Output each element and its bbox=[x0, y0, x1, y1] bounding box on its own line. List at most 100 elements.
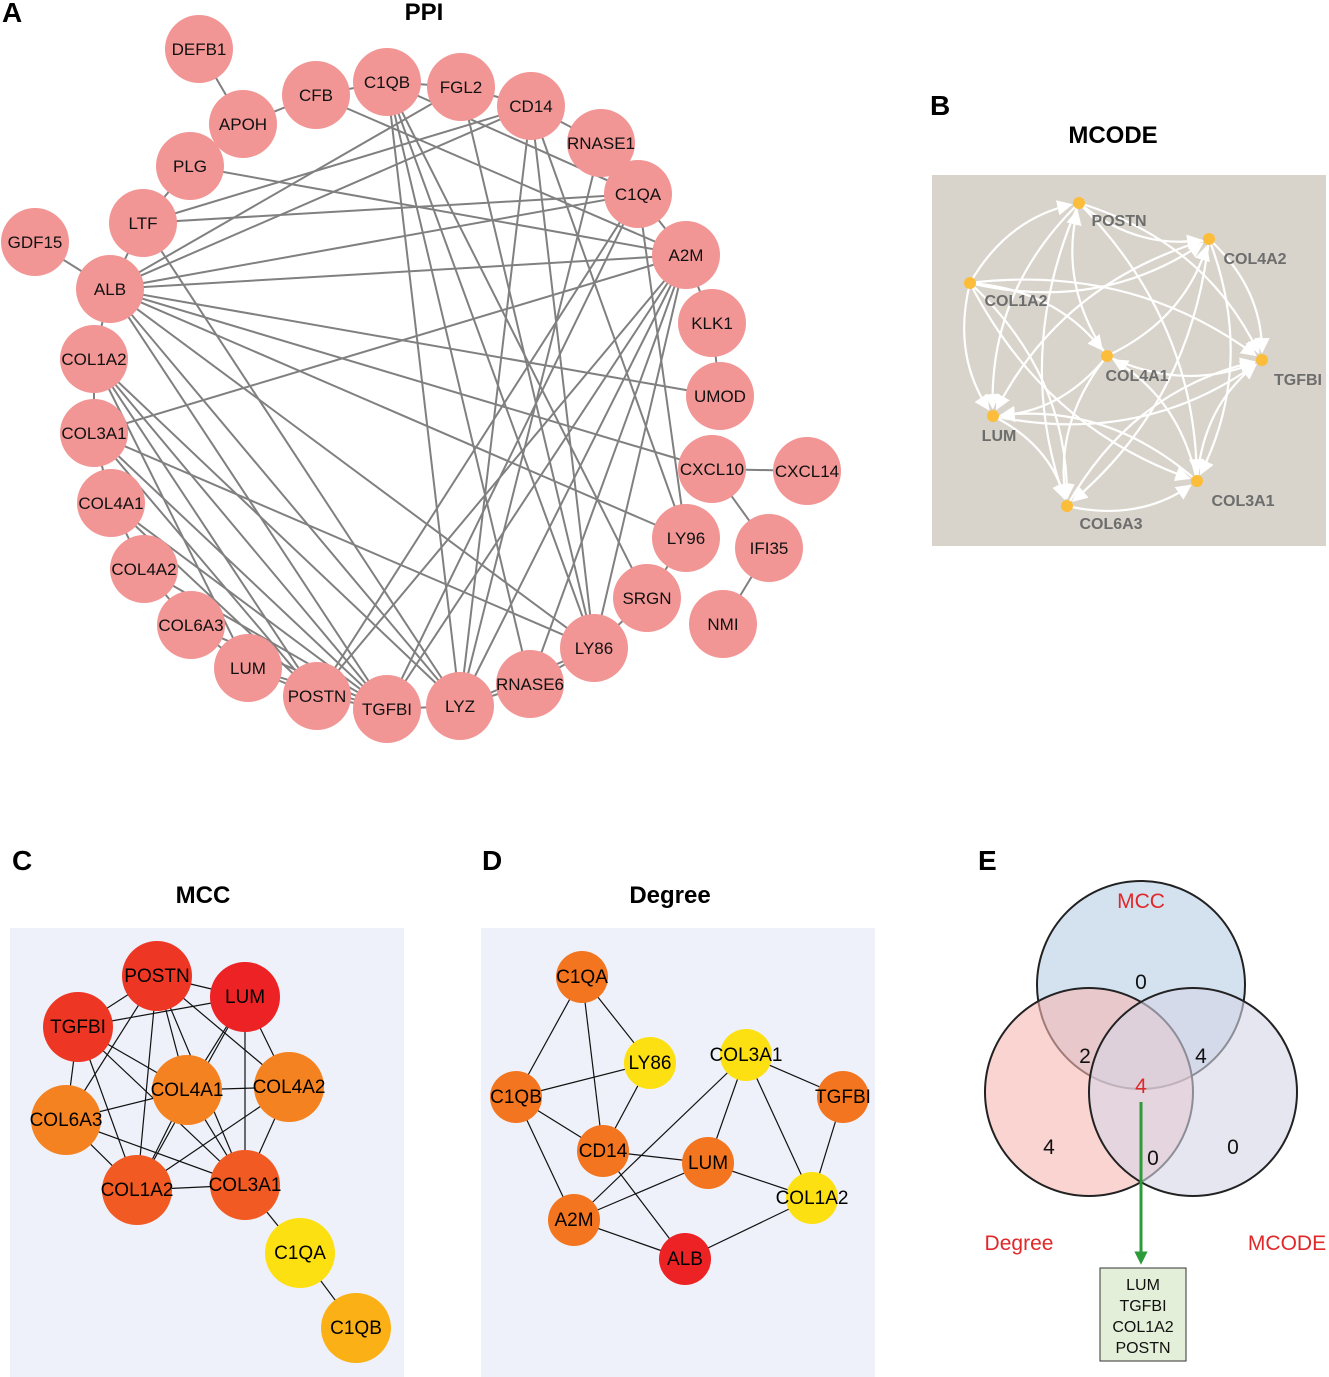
mcode-edge-col1a2-lum bbox=[963, 282, 990, 411]
result-gene-1: LUM bbox=[1126, 1277, 1160, 1294]
ppi-node-gdf15 bbox=[1, 208, 69, 276]
ppi-edge-lyz-rnase1 bbox=[459, 142, 602, 707]
mcode-label-col4a1: COL4A1 bbox=[1105, 368, 1168, 385]
ppi-edge-tgfbi-a2m bbox=[386, 254, 687, 710]
mcode-edge-postn-col4a2 bbox=[1078, 202, 1203, 250]
degree-edge-col3a1-a2m bbox=[573, 1054, 747, 1221]
mcc-node-c1qa bbox=[265, 1218, 335, 1288]
mcode-edge-postn-col6a3 bbox=[1040, 202, 1081, 500]
ppi-label-umod: UMOD bbox=[694, 387, 746, 406]
degree-node-col1a2 bbox=[786, 1172, 838, 1224]
ppi-node-postn bbox=[283, 662, 351, 730]
mcc-node-c1qb bbox=[321, 1293, 391, 1363]
ppi-edge-alb-fgl2 bbox=[109, 86, 462, 290]
venn-count-all-three: 4 bbox=[1135, 1075, 1147, 1098]
ppi-label-rnase6: RNASE6 bbox=[496, 675, 564, 694]
mcc-node-col4a2 bbox=[254, 1052, 324, 1122]
panel-mcode: B MCODE POSTNCOL4A2COL1A2TGFBICOL4A1LUMC… bbox=[930, 90, 1326, 546]
mcc-node-tgfbi bbox=[43, 992, 113, 1062]
ppi-label-a2m: A2M bbox=[669, 246, 704, 265]
mcc-node-col6a3 bbox=[31, 1085, 101, 1155]
ppi-label-postn: POSTN bbox=[288, 687, 347, 706]
ppi-node-plg bbox=[156, 132, 224, 200]
mcc-label-col4a1: COL4A1 bbox=[151, 1080, 224, 1101]
ppi-node-rnase1 bbox=[567, 109, 635, 177]
ppi-edge-ly86-col3a1 bbox=[93, 432, 595, 649]
mcode-edge-col4a2-col6a3 bbox=[1071, 238, 1211, 502]
degree-node-ly86 bbox=[624, 1037, 676, 1089]
ppi-label-defb1: DEFB1 bbox=[172, 40, 227, 59]
ppi-node-cxcl10 bbox=[678, 435, 746, 503]
result-gene-3: COL1A2 bbox=[1112, 1319, 1173, 1336]
mcode-node-tgfbi bbox=[1256, 354, 1268, 366]
mcc-label-col6a3: COL6A3 bbox=[30, 1110, 103, 1131]
ppi-edge-ly86-alb bbox=[109, 288, 595, 649]
ppi-edge-ltf-c1qa bbox=[142, 193, 639, 224]
panel-letter-a: A bbox=[2, 0, 22, 28]
ppi-node-alb bbox=[76, 255, 144, 323]
ppi-node-klk1 bbox=[678, 289, 746, 357]
ppi-label-ly96: LY96 bbox=[667, 529, 705, 548]
ppi-node-c1qb bbox=[353, 48, 421, 116]
degree-label-a2m: A2M bbox=[554, 1210, 593, 1231]
mcc-node-col1a2 bbox=[102, 1155, 172, 1225]
ppi-label-rnase1: RNASE1 bbox=[567, 134, 635, 153]
result-gene-2: TGFBI bbox=[1119, 1298, 1166, 1315]
ppi-edge-col3a1-a2m bbox=[93, 254, 687, 434]
ppi-node-srgn bbox=[613, 564, 681, 632]
degree-label-alb: ALB bbox=[667, 1249, 703, 1270]
ppi-edge-ly86-a2m bbox=[593, 254, 687, 649]
ppi-label-col3a1: COL3A1 bbox=[61, 424, 126, 443]
venn-count-mcc-degree: 2 bbox=[1079, 1045, 1091, 1068]
ppi-label-alb: ALB bbox=[94, 280, 126, 299]
mcode-edge-col4a1-col4a2 bbox=[1106, 245, 1210, 357]
mcode-edge-col1a2-tgfbi bbox=[969, 278, 1257, 357]
mcode-edge-col1a2-postn bbox=[969, 200, 1073, 284]
mcode-node-col3a1 bbox=[1191, 475, 1203, 487]
mcc-label-postn: POSTN bbox=[124, 966, 189, 987]
mcc-label-col4a2: COL4A2 bbox=[253, 1077, 326, 1098]
degree-node-lum bbox=[682, 1137, 734, 1189]
ppi-edge-ly86-c1qb bbox=[386, 81, 595, 649]
ppi-node-col4a1 bbox=[77, 469, 145, 537]
ppi-label-col4a1: COL4A1 bbox=[78, 494, 143, 513]
panel-letter-e: E bbox=[978, 845, 997, 876]
venn-count-mcc-mcode: 4 bbox=[1195, 1045, 1207, 1068]
venn-count-degree-mcode: 0 bbox=[1147, 1147, 1159, 1170]
mcode-edge-col1a2-col4a1 bbox=[969, 281, 1104, 351]
ppi-label-c1qa: C1QA bbox=[615, 185, 662, 204]
mcode-edge-postn-tgfbi bbox=[1078, 201, 1260, 355]
ppi-label-klk1: KLK1 bbox=[691, 314, 733, 333]
ppi-title: PPI bbox=[405, 0, 444, 26]
degree-background bbox=[481, 928, 875, 1377]
mcode-edge-col6a3-col3a1 bbox=[1066, 484, 1192, 512]
degree-node-tgfbi bbox=[817, 1071, 869, 1123]
mcc-label-tgfbi: TGFBI bbox=[50, 1017, 106, 1038]
ppi-node-defb1 bbox=[165, 15, 233, 83]
ppi-node-umod bbox=[686, 362, 754, 430]
ppi-node-ltf bbox=[109, 189, 177, 257]
ppi-edge-alb-umod bbox=[109, 288, 721, 397]
venn-label-mcc: MCC bbox=[1117, 890, 1165, 913]
mcc-node-col3a1 bbox=[210, 1150, 280, 1220]
venn-count-mcode-only: 0 bbox=[1227, 1136, 1239, 1159]
venn-label-mcode: MCODE bbox=[1248, 1232, 1326, 1255]
ppi-label-c1qb: C1QB bbox=[364, 73, 410, 92]
mcode-edge-col6a3-tgfbi bbox=[1066, 357, 1256, 507]
panel-venn: E MCC Degree MCODE 0 2 4 4 4 0 0 LUM TGF… bbox=[978, 845, 1326, 1362]
degree-label-tgfbi: TGFBI bbox=[815, 1087, 871, 1108]
degree-label-c1qa: C1QA bbox=[556, 967, 608, 988]
ppi-edge-col1a2-postn bbox=[93, 358, 318, 697]
result-box bbox=[1099, 1267, 1187, 1362]
ppi-node-tgfbi bbox=[353, 675, 421, 743]
mcode-title: MCODE bbox=[1068, 122, 1157, 149]
mcode-label-col1a2: COL1A2 bbox=[984, 293, 1047, 310]
ppi-node-rnase6 bbox=[496, 650, 564, 718]
mcode-edge-postn-col3a1 bbox=[1078, 202, 1205, 475]
ppi-node-ly86 bbox=[560, 614, 628, 682]
mcc-label-lum: LUM bbox=[225, 987, 265, 1008]
ppi-edge-col6a3-tgfbi bbox=[190, 624, 388, 710]
